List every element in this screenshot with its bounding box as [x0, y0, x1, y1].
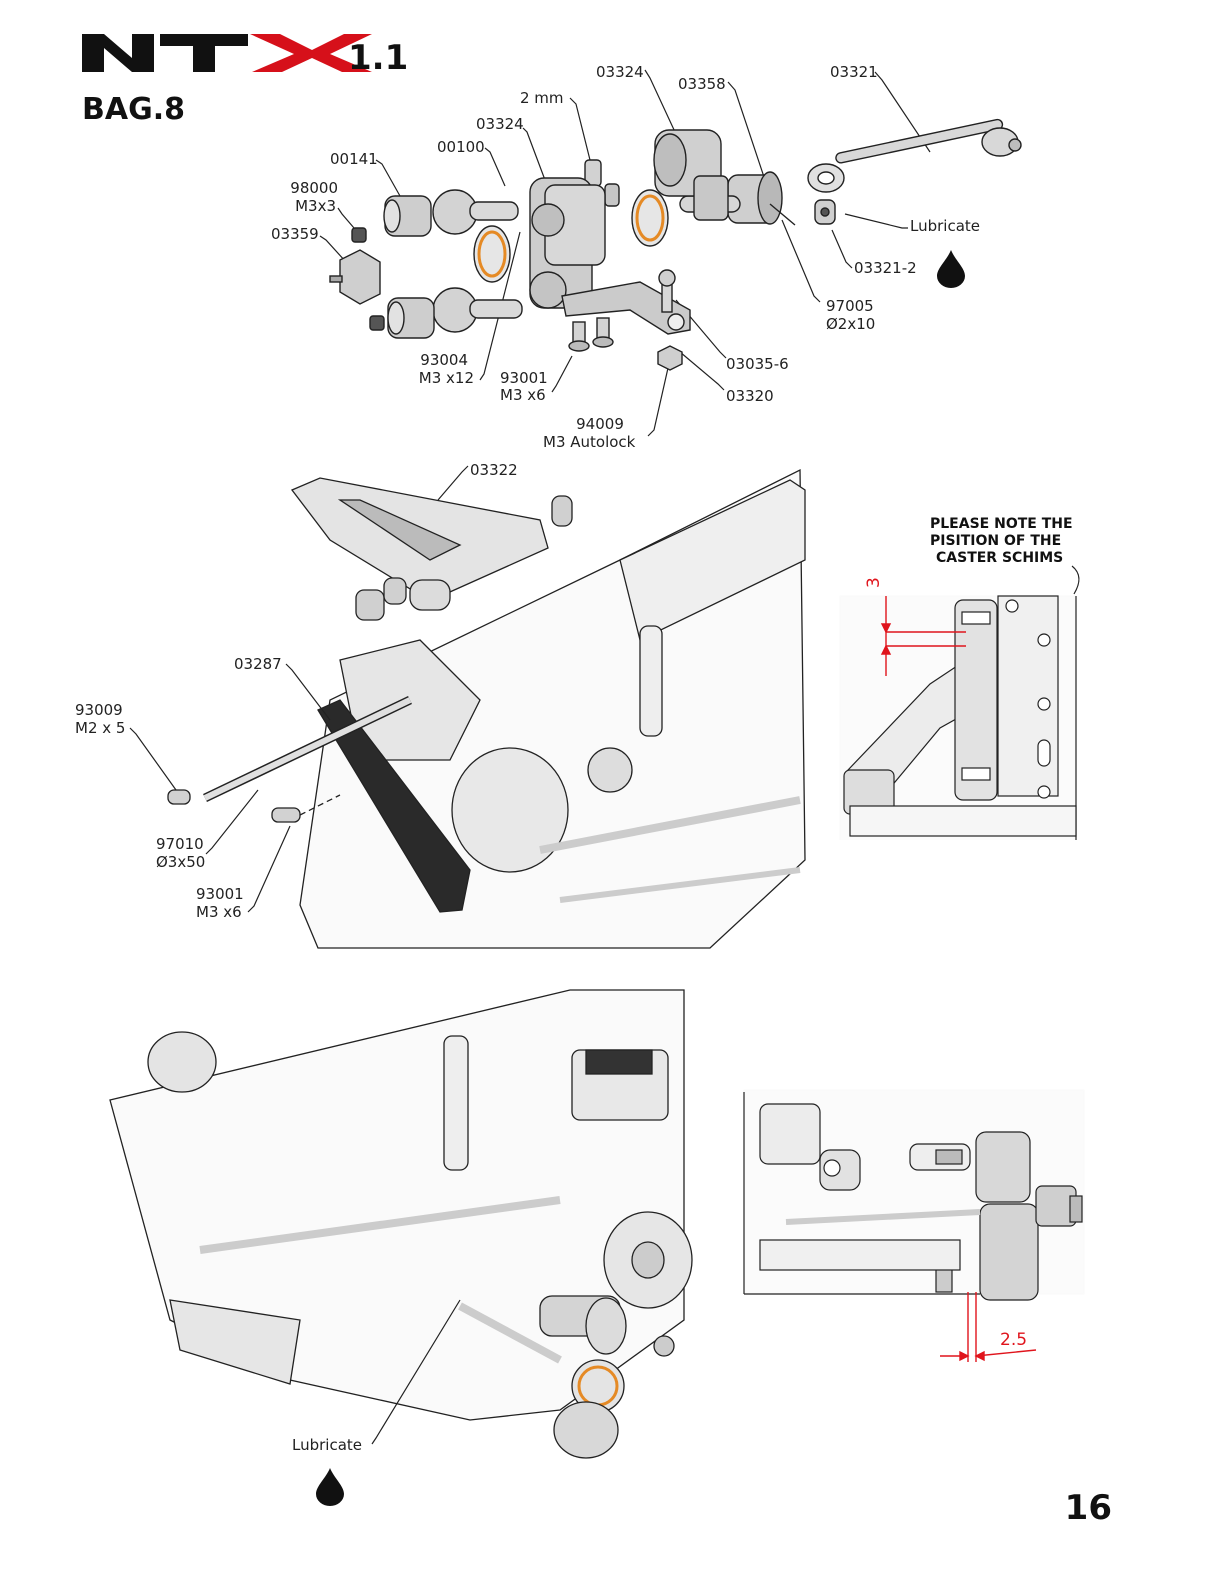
label-03035-6: 03035-6 — [726, 356, 789, 373]
page-number: 16 — [1065, 1488, 1112, 1528]
oil-drop-icon — [931, 248, 971, 288]
label-m3x3: M3x3 — [284, 198, 336, 215]
label-93004: 93004 — [400, 352, 468, 369]
label-m3x6-top: M3 x6 — [500, 387, 546, 404]
label-03321: 03321 — [830, 64, 878, 81]
label-00100: 00100 — [437, 139, 485, 156]
label-03320: 03320 — [726, 388, 774, 405]
label-d3x50: Ø3x50 — [156, 854, 205, 871]
label-94009: 94009 — [560, 416, 640, 433]
label-03359: 03359 — [271, 226, 319, 243]
label-d2x10: Ø2x10 — [826, 316, 875, 333]
note-line-2: PISITION OF THE — [930, 533, 1080, 550]
camber-dimension: 2.5 — [1000, 1330, 1027, 1350]
label-03322: 03322 — [470, 462, 518, 479]
label-93001-mid: 93001 — [196, 886, 244, 903]
oil-drop-icon — [310, 1466, 350, 1506]
label-lubricate-bottom: Lubricate — [292, 1437, 362, 1454]
note-line-1: PLEASE NOTE THE — [930, 516, 1080, 533]
label-97005: 97005 — [826, 298, 874, 315]
camber-detail-view — [0, 1080, 1220, 1380]
caster-dimension: 3 — [864, 577, 884, 588]
label-03324-top: 03324 — [596, 64, 644, 81]
label-m3x12: M3 x12 — [400, 370, 474, 387]
label-03324-mid: 03324 — [476, 116, 524, 133]
label-lubricate-top: Lubricate — [910, 218, 980, 235]
label-03321-2: 03321-2 — [854, 260, 917, 277]
label-2mm: 2 mm — [520, 90, 564, 107]
label-93001-top: 93001 — [500, 370, 548, 387]
label-m3x6-mid: M3 x6 — [196, 904, 242, 921]
label-03358: 03358 — [678, 76, 726, 93]
label-m3-autolock: M3 Autolock — [543, 434, 635, 451]
label-98000: 98000 — [284, 180, 338, 197]
label-00141: 00141 — [330, 151, 378, 168]
caster-shim-detail — [0, 560, 1220, 840]
